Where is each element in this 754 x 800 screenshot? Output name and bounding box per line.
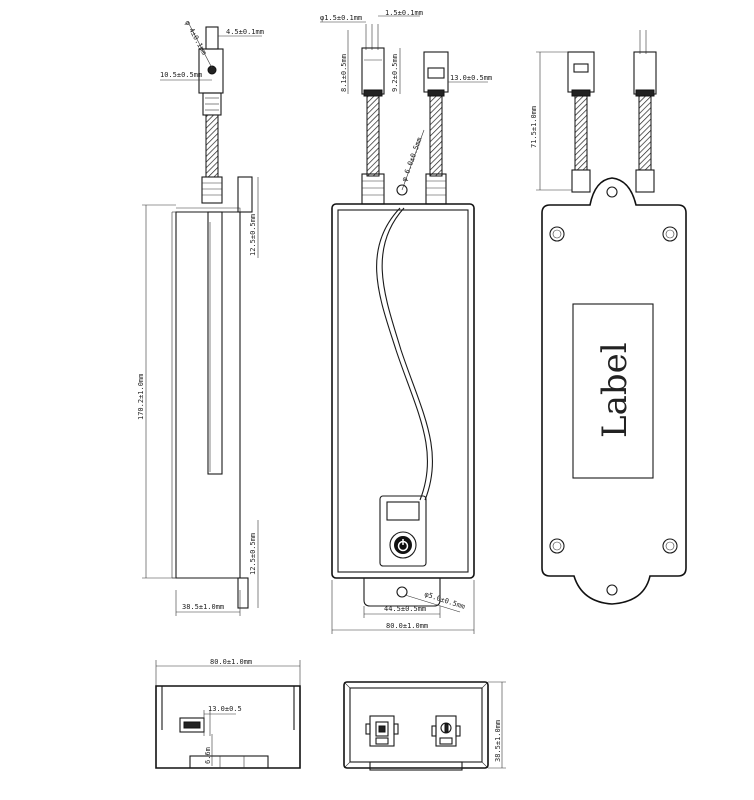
rear-cable-left (574, 95, 588, 171)
side-170-label: 170.2±1.0mm (137, 374, 145, 420)
side-connector-hole (207, 65, 217, 75)
front-display-panel (379, 495, 427, 567)
rear-label-box (572, 303, 654, 479)
rear-top-hole (606, 186, 618, 198)
top-80-label: 80.0±1.0mm (210, 658, 252, 666)
front-8-1-label: 8.1±0.5mm (340, 54, 348, 92)
front-connector-left (361, 47, 385, 95)
front-view: φ1.5±0.1mm 1.5±0.1mm 8.1±0.5mm 9.2±0.5mm… (320, 9, 492, 634)
rear-label-text: Label (595, 342, 635, 438)
front-display-screen (386, 501, 420, 521)
side-diam-label: φ 4±0.1mm (183, 19, 208, 56)
rear-strain-left (571, 169, 591, 193)
top-bottom-tab (189, 755, 269, 769)
side-38-5-label: 38.5±1.0mm (182, 603, 224, 611)
front-d5-label: φ5.0±0.5mm (423, 590, 466, 611)
end-housing-outer (343, 681, 489, 769)
front-1-5-label: 1.5±0.1mm (385, 9, 423, 17)
front-9-2-label: 9.2±0.5mm (391, 54, 399, 92)
side-12-5-bottom-label: 12.5±0.5mm (249, 533, 257, 575)
rear-mount-plate (541, 177, 687, 605)
side-cable (205, 114, 219, 178)
side-10-5-label: 10.5±0.5mm (160, 71, 202, 79)
front-80-label: 80.0±1.0mm (386, 622, 428, 630)
side-bottom-tab (237, 577, 249, 609)
front-bottom-bracket (363, 578, 441, 607)
rear-cable-right (638, 95, 652, 171)
front-cable-right (429, 95, 443, 177)
front-d1-5-label: φ1.5±0.1mm (320, 14, 362, 22)
side-12-5-top-label: 12.5±0.5mm (249, 214, 257, 256)
front-d6-label: φ 6.0±0.5mm (400, 136, 423, 182)
end-bottom-tab (369, 761, 463, 771)
front-power-button (389, 531, 417, 559)
side-view: φ 4±0.1mm 4.5±0.1mm 10.5±0.5mm 12.5±0.5m… (137, 19, 264, 616)
rear-71-5-label: 71.5±1.0mm (530, 106, 538, 148)
top-view: 80.0±1.0mm 13.0±0.5 6.6m (155, 658, 301, 769)
front-44-5-label: 44.5±0.5mm (384, 605, 426, 613)
front-housing-inner (337, 209, 469, 573)
side-connector-tip (205, 26, 219, 50)
side-rail (207, 211, 223, 475)
rear-strain-right (635, 169, 655, 193)
rear-hole-tr (662, 226, 678, 242)
side-top-tab (237, 176, 253, 213)
front-internal-wire (376, 207, 428, 501)
end-38-5-label: 38.5±1.0mm (494, 720, 502, 762)
top-6-label: 6.6m (204, 747, 212, 764)
rear-hole-br (662, 538, 678, 554)
front-bottom-hole (396, 586, 408, 598)
side-4-5-label: 4.5±0.1mm (226, 28, 264, 36)
front-led-hole (396, 184, 408, 196)
top-13-label: 13.0±0.5 (208, 705, 242, 713)
top-housing (155, 685, 301, 769)
rear-view: Label 71.5±1.0mm (530, 30, 687, 605)
rear-bottom-hole (606, 584, 618, 596)
side-strain-relief (201, 176, 223, 204)
front-housing-outer (331, 203, 475, 579)
front-strain-left (361, 173, 385, 205)
front-cable-left (366, 95, 380, 177)
rear-connector-right (633, 51, 657, 95)
front-13-label: 13.0±0.5mm (450, 74, 492, 82)
rear-hole-bl (549, 538, 565, 554)
end-view: 38.5±1.0mm (343, 681, 506, 771)
front-strain-right (425, 173, 447, 205)
rear-hole-tl (549, 226, 565, 242)
